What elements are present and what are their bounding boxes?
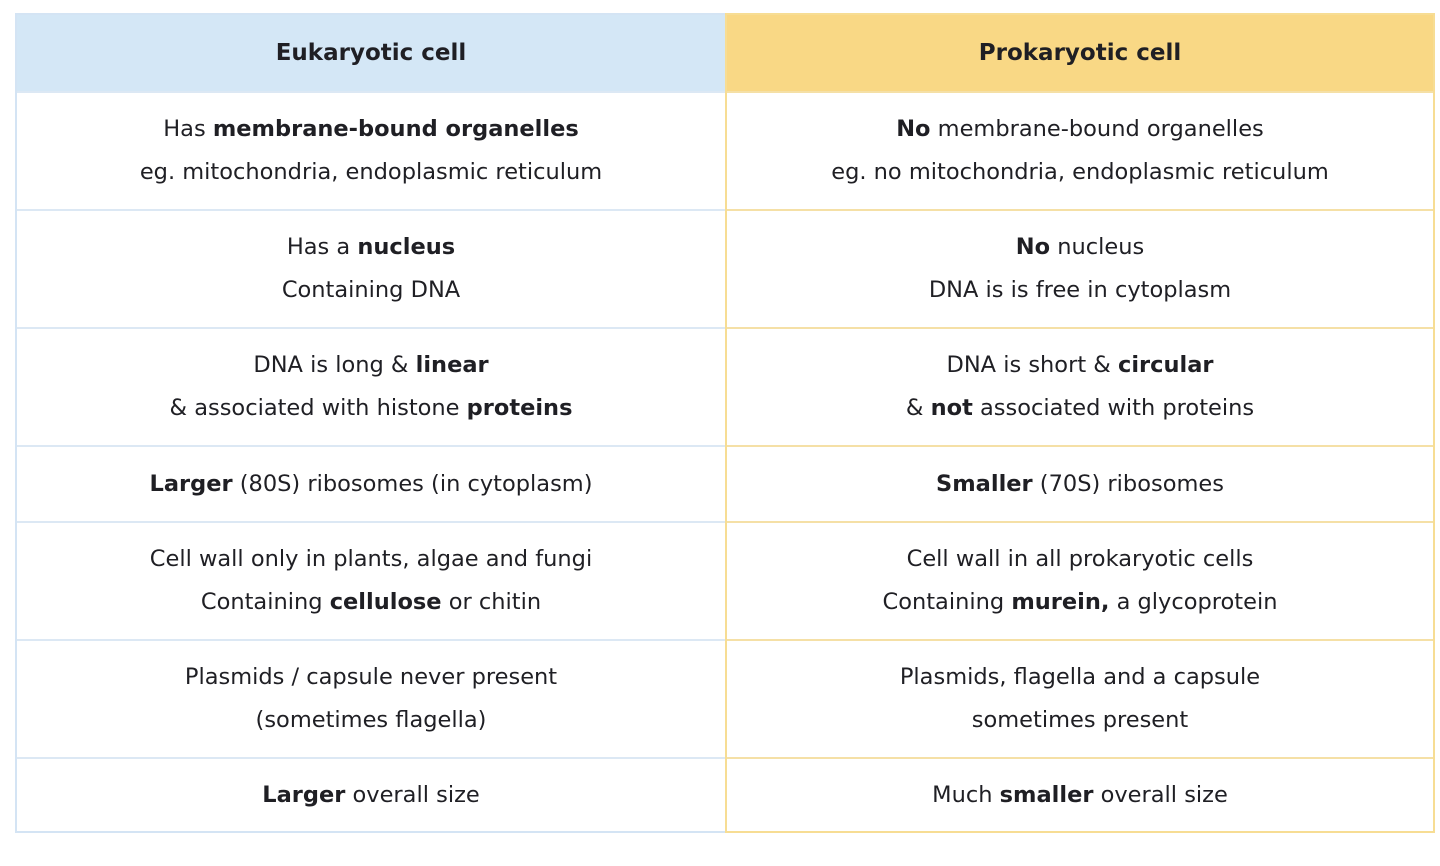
cell-line-1: No nucleus	[1015, 234, 1145, 260]
prokaryotic-row-cell-wall: Cell wall in all prokaryotic cells Conta…	[727, 521, 1433, 639]
eukaryotic-header: Eukaryotic cell	[17, 15, 725, 91]
cell-line-1: Plasmids / capsule never present	[184, 664, 558, 690]
cell-line-1: Plasmids, flagella and a capsule	[899, 664, 1261, 690]
prokaryotic-row-nucleus: No nucleus DNA is is free in cytoplasm	[727, 209, 1433, 327]
cell-line-2: eg. mitochondria, endoplasmic reticulum	[139, 159, 603, 185]
eukaryotic-row-size: Larger overall size	[17, 757, 725, 831]
prokaryotic-column: Prokaryotic cell No membrane-bound organ…	[725, 13, 1435, 833]
cell-line-1: Smaller (70S) ribosomes	[936, 470, 1224, 497]
eukaryotic-row-cell-wall: Cell wall only in plants, algae and fung…	[17, 521, 725, 639]
cell-line-2: DNA is is free in cytoplasm	[928, 277, 1232, 303]
cell-line-2: Containing murein, a glycoprotein	[882, 589, 1278, 615]
cell-line-2: Containing cellulose or chitin	[200, 589, 542, 615]
cell-line-1: Much smaller overall size	[932, 781, 1228, 808]
cell-line-1: Has a nucleus	[286, 234, 456, 260]
cell-line-1: No membrane-bound organelles	[896, 116, 1264, 142]
cell-line-1: Cell wall only in plants, algae and fung…	[149, 546, 593, 572]
cell-line-1: Cell wall in all prokaryotic cells	[906, 546, 1254, 572]
eukaryotic-row-ribosomes: Larger (80S) ribosomes (in cytoplasm)	[17, 445, 725, 521]
eukaryotic-row-dna: DNA is long & linear & associated with h…	[17, 327, 725, 445]
prokaryotic-row-plasmids: Plasmids, flagella and a capsule sometim…	[727, 639, 1433, 757]
prokaryotic-row-size: Much smaller overall size	[727, 757, 1433, 831]
comparison-table: Eukaryotic cell Has membrane-bound organ…	[15, 13, 1435, 833]
cell-line-2: & not associated with proteins	[905, 395, 1255, 421]
eukaryotic-row-plasmids: Plasmids / capsule never present (someti…	[17, 639, 725, 757]
eukaryotic-column: Eukaryotic cell Has membrane-bound organ…	[15, 13, 725, 833]
prokaryotic-row-dna: DNA is short & circular & not associated…	[727, 327, 1433, 445]
eukaryotic-row-nucleus: Has a nucleus Containing DNA	[17, 209, 725, 327]
cell-line-2: eg. no mitochondria, endoplasmic reticul…	[831, 159, 1329, 185]
cell-line-2: (sometimes flagella)	[255, 707, 487, 733]
cell-line-2: & associated with histone proteins	[169, 395, 573, 421]
cell-line-1: DNA is long & linear	[253, 352, 489, 378]
cell-line-2: Containing DNA	[281, 277, 461, 303]
prokaryotic-row-ribosomes: Smaller (70S) ribosomes	[727, 445, 1433, 521]
cell-line-2: sometimes present	[971, 707, 1189, 733]
cell-line-1: Larger (80S) ribosomes (in cytoplasm)	[149, 470, 593, 497]
cell-line-1: DNA is short & circular	[946, 352, 1214, 378]
cell-line-1: Larger overall size	[262, 781, 480, 808]
cell-line-1: Has membrane-bound organelles	[163, 116, 579, 142]
prokaryotic-header: Prokaryotic cell	[727, 15, 1433, 91]
eukaryotic-row-organelles: Has membrane-bound organelles eg. mitoch…	[17, 91, 725, 209]
prokaryotic-row-organelles: No membrane-bound organelles eg. no mito…	[727, 91, 1433, 209]
